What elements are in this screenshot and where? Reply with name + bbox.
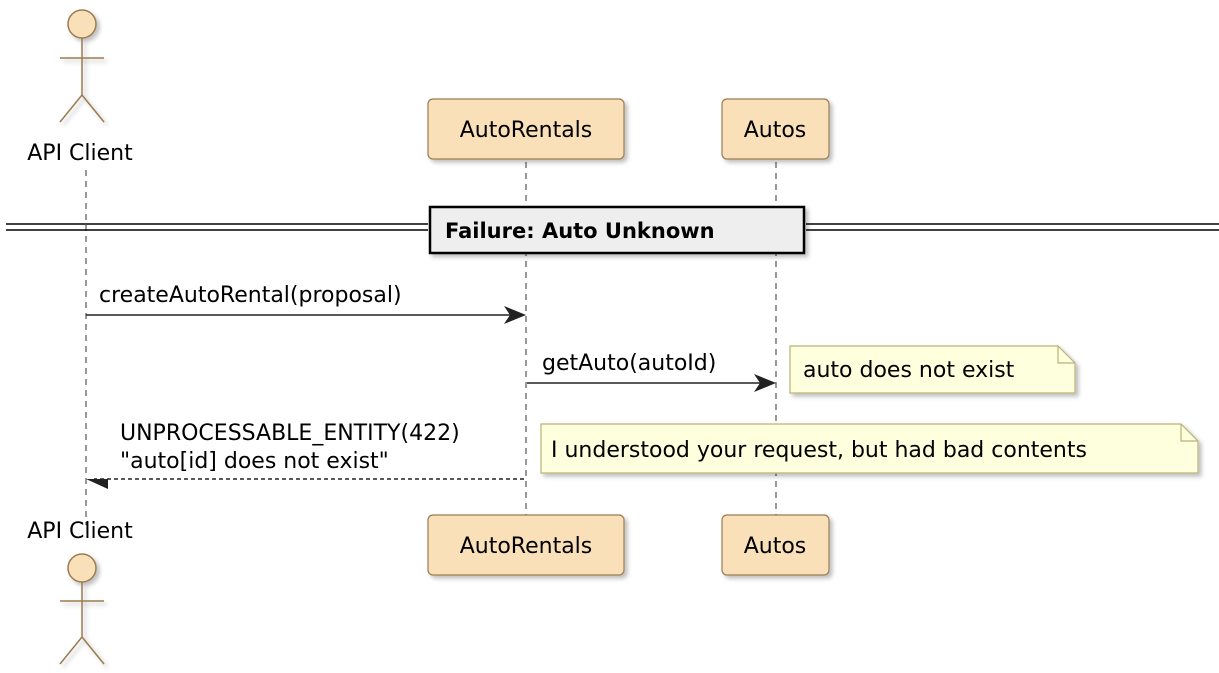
- actor-top-icon: [59, 9, 105, 123]
- actor-bottom-label: API Client: [27, 519, 133, 544]
- actor-bottom-icon: [59, 553, 105, 665]
- participant-autos-top-label: Autos: [744, 118, 807, 143]
- message-get-auto-label: getAuto(autoId): [542, 351, 716, 376]
- message-create-label: createAutoRental(proposal): [99, 283, 402, 308]
- message-reply-arrowhead: [86, 479, 108, 489]
- divider: [6, 205, 1219, 255]
- note-reply: [540, 423, 1199, 474]
- note-autos-text: auto does not exist: [803, 358, 1015, 383]
- participant-autos-top: [721, 98, 830, 160]
- participant-autorentals-top-label: AutoRentals: [460, 118, 593, 143]
- note-autos: [789, 345, 1076, 394]
- note-reply-text: I understood your request, but had bad c…: [551, 438, 1087, 463]
- participant-autorentals-top: [427, 98, 625, 160]
- message-get-auto-arrowhead: [754, 374, 776, 392]
- participant-autos-bottom-label: Autos: [744, 534, 807, 559]
- participant-autorentals-bottom: [427, 514, 625, 576]
- message-reply-line1: UNPROCESSABLE_ENTITY(422): [120, 421, 460, 446]
- message-create-arrowhead: [504, 306, 526, 324]
- actor-top-label: API Client: [27, 141, 133, 166]
- divider-label: Failure: Auto Unknown: [445, 219, 715, 243]
- participant-autos-bottom: [721, 514, 830, 576]
- message-reply-line2: "auto[id] does not exist": [120, 449, 389, 474]
- participant-autorentals-bottom-label: AutoRentals: [460, 534, 593, 559]
